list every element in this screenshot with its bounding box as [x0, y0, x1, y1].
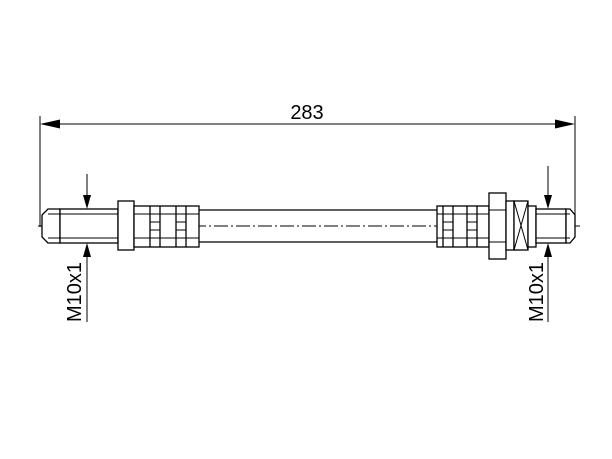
right-thread [535, 208, 567, 244]
left-crimp-groove-b [175, 206, 187, 247]
dimension-arrow-left [40, 119, 60, 129]
dimension-arrow-right [555, 119, 575, 129]
right-callout-arrow-bottom [544, 243, 552, 257]
hose-body [199, 209, 437, 243]
right-thread-callout: M10x1 [526, 166, 552, 322]
left-hex-nut [117, 200, 135, 251]
right-hex-body [488, 192, 507, 260]
overall-length-dimension: 283 [39, 102, 576, 227]
overall-length-label: 283 [290, 102, 323, 124]
left-crimp-sleeve [133, 205, 200, 248]
left-thread [59, 208, 119, 244]
right-end-fitting [436, 192, 576, 260]
right-crimp-groove-a [442, 206, 454, 247]
left-crimp-groove-a [149, 206, 161, 247]
right-thread-label: M10x1 [526, 262, 548, 322]
right-crimp-sleeve [436, 205, 490, 248]
left-end-fitting [41, 200, 200, 251]
right-callout-arrow-top [544, 195, 552, 209]
left-callout-arrow-bottom [83, 243, 91, 257]
left-thread-callout: M10x1 [64, 174, 91, 322]
right-lock-nut [505, 200, 515, 251]
left-callout-arrow-top [83, 195, 91, 209]
left-thread-label: M10x1 [64, 262, 86, 322]
right-collar [527, 205, 537, 248]
right-crimp-groove-b [466, 206, 478, 247]
right-thread-tip [565, 208, 576, 244]
